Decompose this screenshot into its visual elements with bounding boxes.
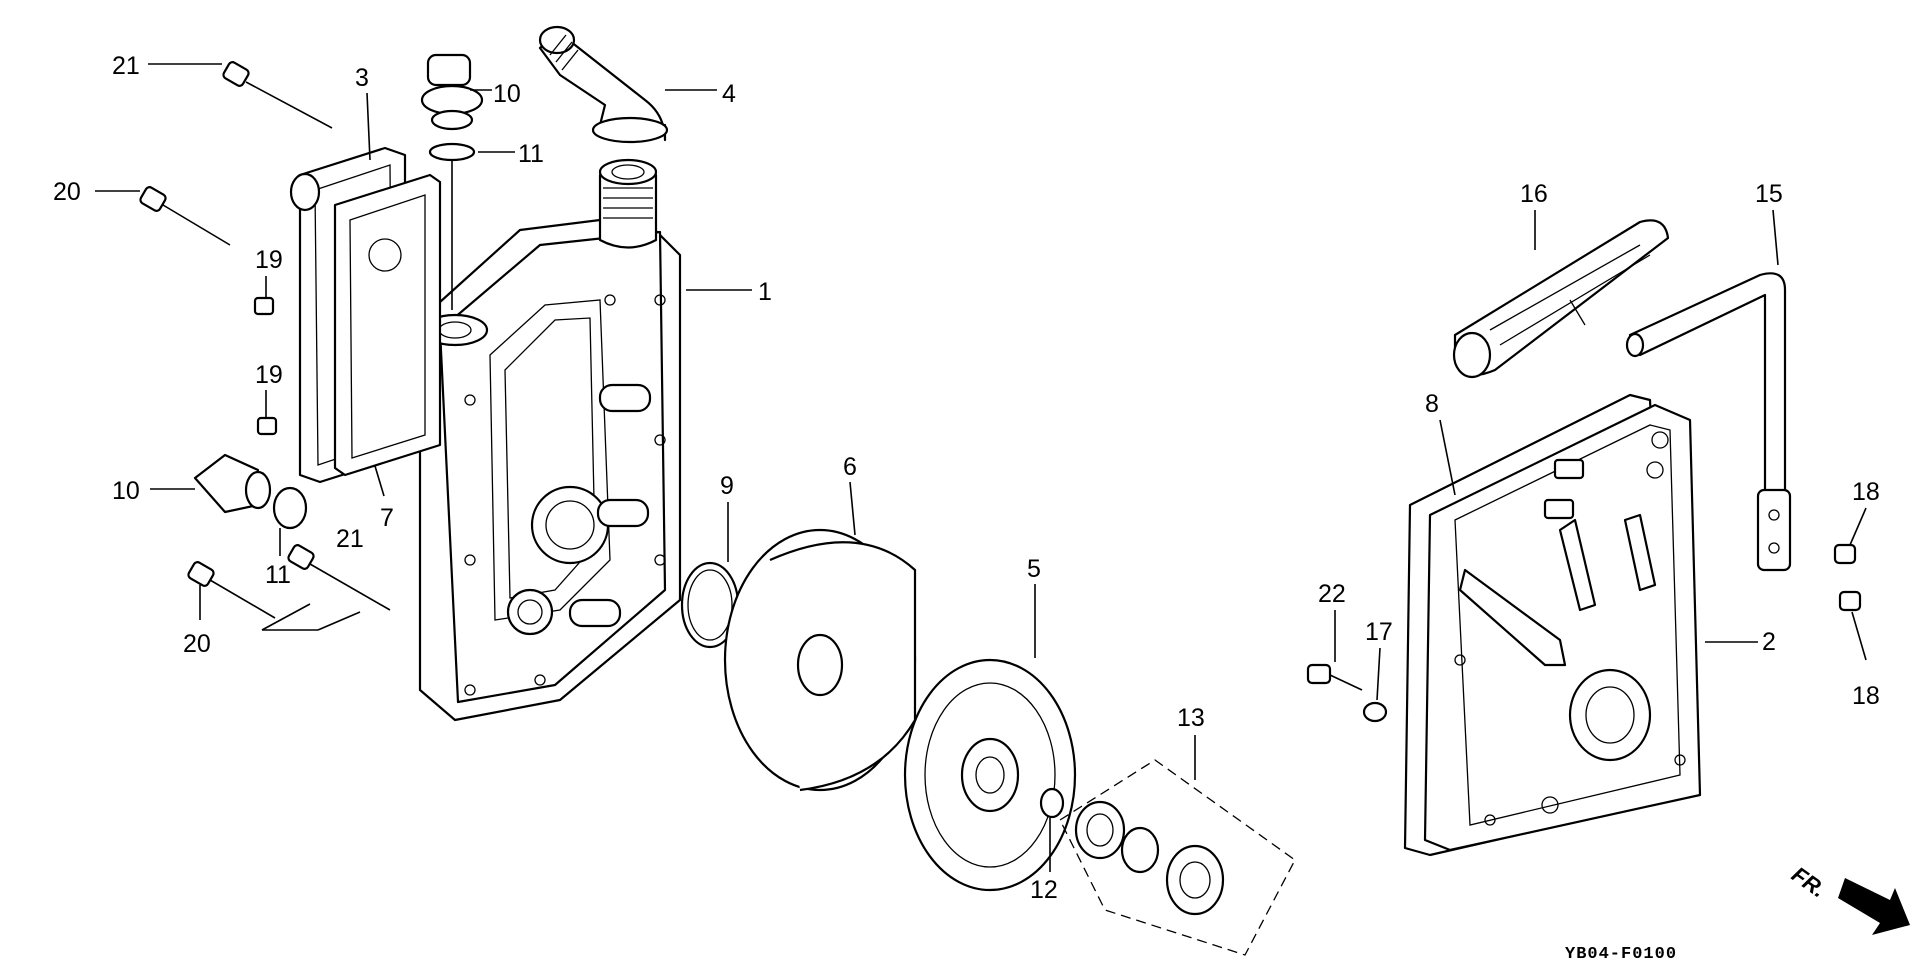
callout-10-left: 10: [112, 477, 140, 505]
callout-21-top: 21: [112, 52, 140, 80]
callout-15: 15: [1755, 180, 1783, 208]
callout-11-left: 11: [265, 561, 291, 589]
part-2-rear-cover: [1423, 403, 1702, 852]
callout-16: 16: [1520, 180, 1548, 208]
callout-2: 2: [1762, 628, 1776, 656]
front-direction-arrow: [1838, 878, 1910, 935]
callout-7: 7: [380, 504, 394, 532]
callout-17: 17: [1365, 618, 1393, 646]
callout-labels: 21 3 10 4 11 20 19 1 19 10 7 11 21 20 9 …: [53, 52, 1880, 904]
callout-8: 8: [1425, 390, 1439, 418]
callout-18-bottom: 18: [1852, 682, 1880, 710]
part-4-elbow-hose: [538, 25, 669, 144]
callout-6: 6: [843, 453, 857, 481]
callout-18-top: 18: [1852, 478, 1880, 506]
part-15-handle-frame: [1625, 272, 1792, 572]
callout-12: 12: [1030, 876, 1058, 904]
callout-1: 1: [758, 278, 772, 306]
callout-21-bottom: 21: [336, 525, 364, 553]
callout-20-top: 20: [53, 178, 81, 206]
callout-22: 22: [1318, 580, 1346, 608]
bolts-left: [139, 61, 391, 619]
part-5-impeller: [903, 658, 1077, 892]
callout-5: 5: [1027, 555, 1041, 583]
part-7-gasket: [333, 173, 442, 477]
diagram-code: YB04-F0100: [1565, 945, 1677, 960]
callout-3: 3: [355, 64, 369, 92]
callout-10-top: 10: [493, 80, 521, 108]
part-16-grip: [1452, 219, 1670, 379]
part-11-oring-top: [428, 142, 476, 162]
callout-11-top: 11: [518, 140, 544, 168]
part-11-oring-left: [272, 486, 308, 530]
callout-4: 4: [722, 80, 736, 108]
front-label: FR.: [1787, 862, 1830, 903]
part-10-cap-top: [420, 53, 484, 131]
callout-20-bottom: 20: [183, 630, 211, 658]
callout-9: 9: [720, 472, 734, 500]
callout-19-mid: 19: [255, 361, 283, 389]
part-12-washer: [1039, 787, 1065, 819]
callout-13: 13: [1177, 704, 1205, 732]
bolts-right: [1306, 543, 1862, 723]
callout-19-top: 19: [255, 246, 283, 274]
part-10-plug-left: [193, 453, 272, 514]
part-13-mechanical-seal-kit: [1059, 759, 1296, 956]
part-1-pump-case: [418, 158, 682, 722]
part-6-volute-casing: [723, 528, 917, 792]
leader-lines: [95, 63, 1867, 872]
